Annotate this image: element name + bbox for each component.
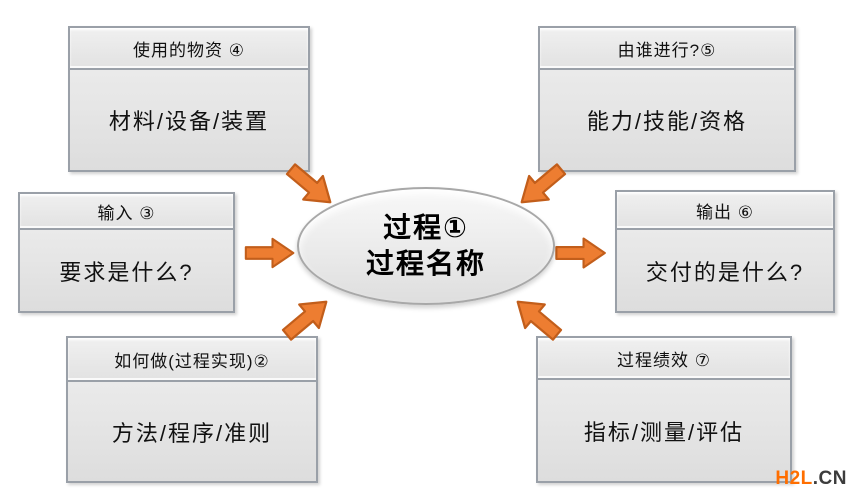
box-how-to-do: 如何做(过程实现)② 方法/程序/准则 [66, 336, 318, 483]
box-materials-used-header: 使用的物资 ④ [70, 28, 308, 70]
box-how-to-do-header: 如何做(过程实现)② [68, 338, 316, 382]
box-output-header: 输出 ⑥ [617, 192, 833, 230]
box-output-body: 交付的是什么? [645, 259, 805, 285]
watermark: H2L.CN [775, 468, 847, 490]
box-how-to-do-body: 方法/程序/准则 [111, 420, 273, 446]
box-input: 输入 ③ 要求是什么? [18, 192, 235, 313]
box-input-body: 要求是什么? [59, 259, 194, 285]
arrow-down-left-icon [520, 163, 567, 204]
arrow-up-right-icon [281, 300, 328, 341]
watermark-primary: H2L [775, 468, 813, 489]
arrow-up-left-icon [516, 300, 563, 341]
box-process-performance: 过程绩效 ⑦ 指标/测量/评估 [536, 336, 792, 483]
box-who-performs-body: 能力/技能/资格 [586, 109, 748, 134]
process-ellipse: 过程① 过程名称 [297, 187, 555, 305]
arrow-right-icon [555, 237, 606, 269]
process-number-label: 过程① [383, 211, 469, 243]
box-process-performance-header: 过程绩效 ⑦ [538, 338, 790, 380]
box-who-performs: 由谁进行?⑤ 能力/技能/资格 [538, 26, 796, 172]
process-name-label: 过程名称 [365, 248, 486, 279]
arrow-right-icon [244, 237, 295, 269]
box-who-performs-header: 由谁进行?⑤ [540, 28, 794, 70]
arrow-down-right-icon [285, 163, 332, 204]
box-input-header: 输入 ③ [20, 194, 233, 230]
box-process-performance-body: 指标/测量/评估 [583, 419, 745, 445]
watermark-secondary: .CN [812, 468, 847, 489]
box-materials-used-body: 材料/设备/装置 [108, 109, 270, 134]
box-output: 输出 ⑥ 交付的是什么? [615, 190, 835, 313]
box-materials-used: 使用的物资 ④ 材料/设备/装置 [68, 26, 310, 172]
